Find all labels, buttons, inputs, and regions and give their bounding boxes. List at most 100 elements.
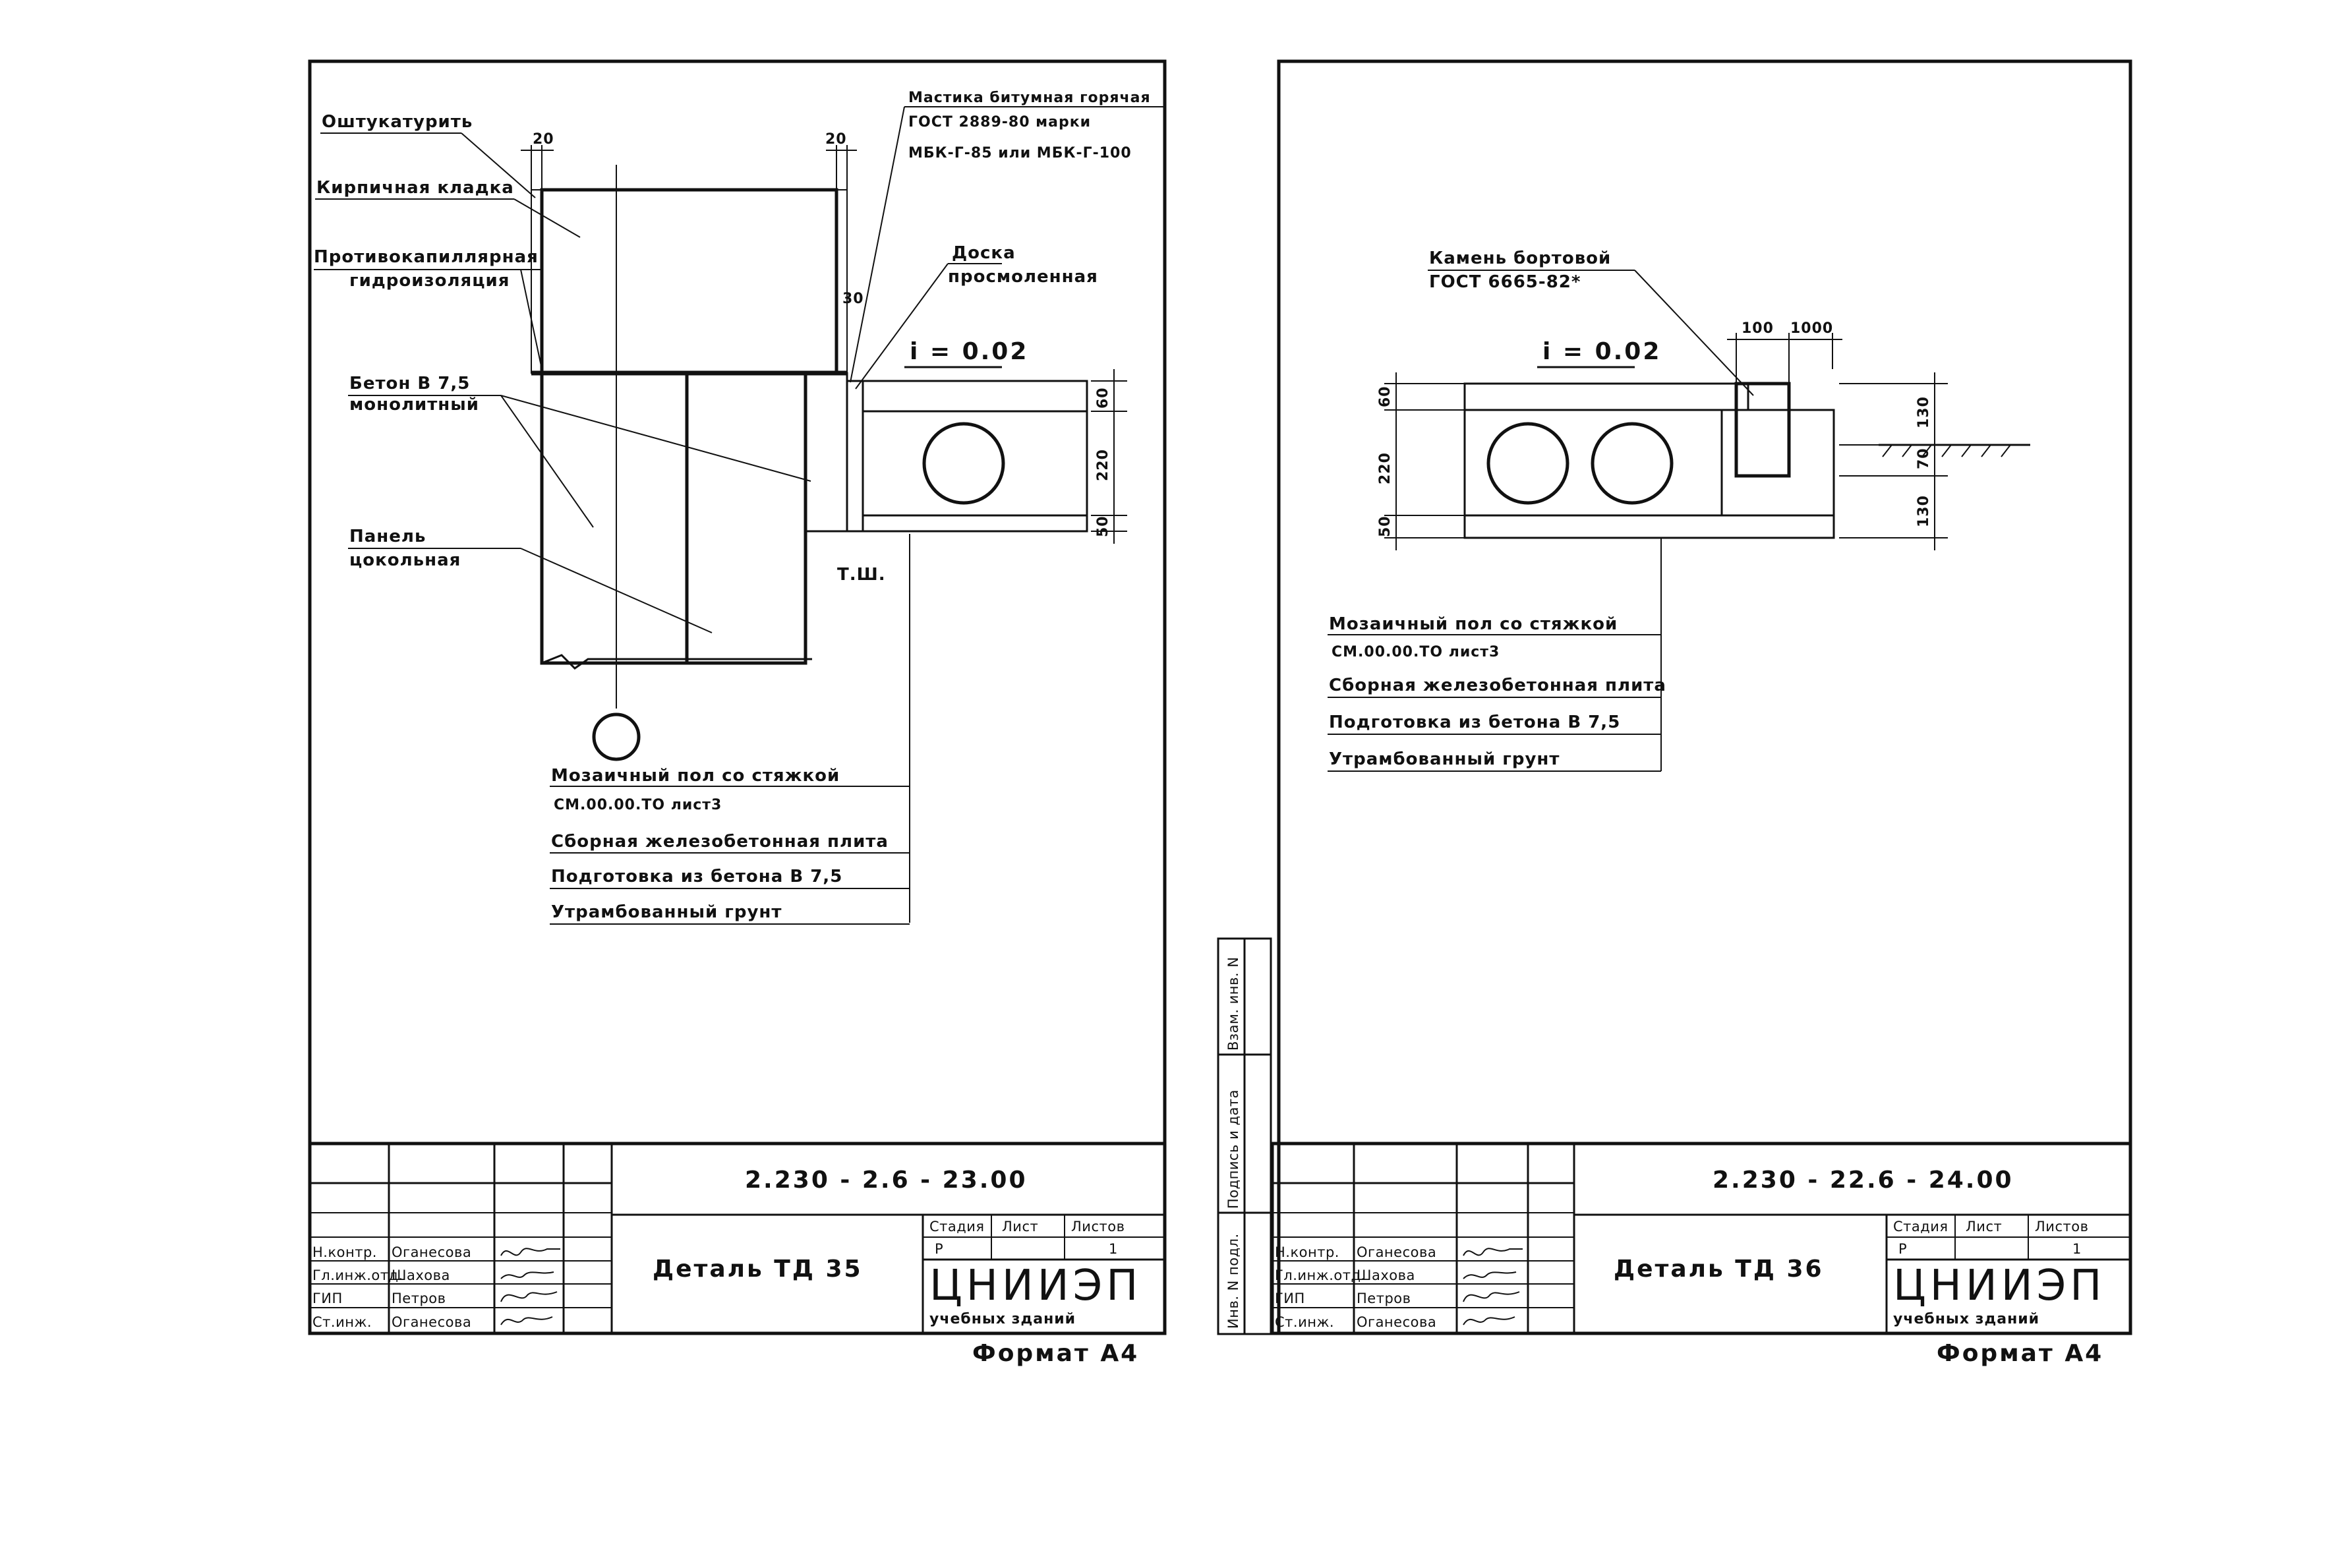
svg-text:Шахова: Шахова bbox=[392, 1267, 450, 1283]
axis-marker bbox=[592, 712, 641, 761]
label-panel-2: цокольная bbox=[349, 550, 461, 570]
svg-text:Гл.инж.отд.: Гл.инж.отд. bbox=[312, 1267, 403, 1283]
svg-text:220: 220 bbox=[1377, 452, 1393, 484]
svg-text:Лист: Лист bbox=[1002, 1219, 1038, 1234]
plinth-panel bbox=[685, 371, 807, 665]
svg-text:Петров: Петров bbox=[392, 1291, 446, 1306]
svg-text:70: 70 bbox=[1916, 448, 1932, 469]
sheet-2: Инв. N подл. Подпись и дата Взам. инв. N… bbox=[1217, 59, 2132, 1367]
slope-label-2: i = 0.02 bbox=[1542, 338, 1661, 365]
svg-text:Оганесова: Оганесова bbox=[1357, 1314, 1436, 1330]
dim-20-right: 20 bbox=[825, 131, 857, 191]
svg-text:ГИП: ГИП bbox=[1275, 1291, 1305, 1306]
svg-text:20: 20 bbox=[533, 131, 554, 148]
layer-2: Сборная железобетонная плита bbox=[551, 832, 889, 852]
leader-concrete bbox=[500, 395, 594, 528]
org-logo-1: ЦНИИЭП bbox=[929, 1262, 1142, 1310]
side-stamp: Инв. N подл. Подпись и дата Взам. инв. N bbox=[1217, 937, 1272, 1335]
mastic-fill bbox=[804, 372, 848, 533]
svg-text:220: 220 bbox=[1095, 449, 1111, 481]
svg-text:ГИП: ГИП bbox=[312, 1291, 343, 1306]
title-block-2: 2.230 - 22.6 - 24.00 Деталь ТД 36 Стадия… bbox=[1270, 1142, 2132, 1335]
leader-capillary bbox=[520, 269, 542, 370]
svg-text:Листов: Листов bbox=[1071, 1219, 1125, 1234]
label-concrete-2: монолитный bbox=[349, 395, 479, 415]
dim-curb-top: 100 1000 bbox=[1727, 320, 1842, 386]
dim-chain-slab-1: 60 220 50 bbox=[1091, 369, 1127, 544]
svg-text:Листов: Листов bbox=[2035, 1219, 2088, 1234]
layer-2-2: Сборная железобетонная плита bbox=[1329, 676, 1666, 695]
leader-curb bbox=[1634, 270, 1754, 396]
svg-text:Стадия: Стадия bbox=[929, 1219, 985, 1234]
slope-label-1: i = 0.02 bbox=[910, 338, 1028, 365]
detail-title-2: Деталь ТД 36 bbox=[1614, 1256, 1824, 1283]
section-break-line bbox=[541, 654, 812, 670]
stamp-inv: Инв. N подл. bbox=[1225, 1233, 1241, 1329]
svg-text:Н.контр.: Н.контр. bbox=[312, 1244, 377, 1260]
layer-2-1: Мозаичный пол со стяжкой bbox=[1329, 614, 1618, 634]
svg-text:Оганесова: Оганесова bbox=[392, 1314, 471, 1330]
label-curb-2: ГОСТ 6665-82* bbox=[1429, 272, 1581, 292]
svg-text:50: 50 bbox=[1377, 515, 1393, 537]
svg-text:Стадия: Стадия bbox=[1893, 1219, 1948, 1234]
sheet-1: Т.Ш. i = 0.02 20 20 30 60 220 bbox=[308, 59, 1167, 1367]
org-sub-1: учебных зданий bbox=[929, 1311, 1076, 1327]
svg-text:130: 130 bbox=[1916, 495, 1932, 527]
svg-text:Петров: Петров bbox=[1357, 1291, 1411, 1306]
svg-text:1: 1 bbox=[1109, 1241, 1118, 1257]
stamp-sign: Подпись и дата bbox=[1225, 1089, 1241, 1209]
dim-chain-slab-2: 60 220 50 bbox=[1377, 372, 1465, 550]
svg-text:130: 130 bbox=[1916, 396, 1932, 428]
layer-1: Мозаичный пол со стяжкой bbox=[551, 766, 840, 786]
svg-text:Ст.инж.: Ст.инж. bbox=[1275, 1314, 1334, 1330]
format-label-2: Формат А4 bbox=[1937, 1340, 2103, 1367]
layer-2-1-ref: СМ.00.00.ТО лист3 bbox=[1332, 644, 1500, 660]
dim-30: 30 bbox=[842, 291, 864, 307]
label-concrete-1: Бетон В 7,5 bbox=[349, 374, 470, 393]
layers-list-2: Мозаичный пол со стяжкой СМ.00.00.ТО лис… bbox=[1328, 538, 1666, 772]
leader-panel bbox=[520, 548, 713, 633]
layer-2-3: Подготовка из бетона В 7,5 bbox=[1329, 712, 1620, 732]
doc-number-1: 2.230 - 2.6 - 23.00 bbox=[745, 1167, 1028, 1194]
svg-text:Р: Р bbox=[1898, 1241, 1907, 1257]
label-curb-1: Камень бортовой bbox=[1429, 248, 1611, 268]
stamp-vzam: Взам. инв. N bbox=[1225, 957, 1241, 1051]
layer-1-ref: СМ.00.00.ТО лист3 bbox=[554, 797, 722, 813]
svg-text:1: 1 bbox=[2072, 1241, 2082, 1257]
svg-text:Шахова: Шахова bbox=[1357, 1267, 1415, 1283]
layer-3: Подготовка из бетона В 7,5 bbox=[551, 867, 842, 886]
leader-masonry bbox=[513, 198, 581, 238]
ground-line bbox=[1879, 444, 2030, 457]
svg-text:50: 50 bbox=[1095, 515, 1111, 537]
layer-4: Утрамбованный грунт bbox=[551, 902, 782, 922]
dim-20-left: 20 bbox=[521, 131, 554, 191]
format-label-1: Формат А4 bbox=[972, 1340, 1139, 1367]
signatures-1 bbox=[500, 1248, 560, 1325]
label-panel-1: Панель bbox=[349, 527, 426, 546]
monolithic-concrete bbox=[540, 371, 689, 665]
leader-plaster bbox=[461, 132, 536, 198]
tarred-board bbox=[846, 380, 864, 533]
label-mastic-3: МБК-Г-85 или МБК-Г-100 bbox=[908, 145, 1132, 161]
doc-number-2: 2.230 - 22.6 - 24.00 bbox=[1713, 1167, 2014, 1194]
floor-slab-section-1 bbox=[862, 380, 1088, 533]
curb-stone bbox=[1720, 382, 1835, 517]
label-board-2: просмоленная bbox=[948, 267, 1098, 287]
svg-text:Лист: Лист bbox=[1966, 1219, 2002, 1234]
org-sub-2: учебных зданий bbox=[1893, 1311, 2039, 1327]
layers-list-1: Мозаичный пол со стяжкой СМ.00.00.ТО лис… bbox=[550, 534, 910, 925]
svg-text:100: 100 bbox=[1742, 320, 1774, 337]
svg-text:20: 20 bbox=[825, 131, 847, 148]
label-capillary-1: Противокапиллярная bbox=[314, 247, 539, 267]
svg-text:1000: 1000 bbox=[1790, 320, 1833, 337]
leader-mastic bbox=[850, 106, 905, 383]
svg-text:Гл.инж.отд.: Гл.инж.отд. bbox=[1275, 1267, 1366, 1283]
svg-text:Оганесова: Оганесова bbox=[392, 1244, 471, 1260]
svg-text:60: 60 bbox=[1377, 386, 1393, 407]
leader-board bbox=[855, 263, 949, 390]
label-mastic-1: Мастика битумная горячая bbox=[908, 90, 1151, 106]
brick-masonry bbox=[540, 188, 838, 375]
joint-label: Т.Ш. bbox=[837, 565, 886, 585]
dim-chain-curb: 130 70 130 bbox=[1839, 372, 1948, 550]
